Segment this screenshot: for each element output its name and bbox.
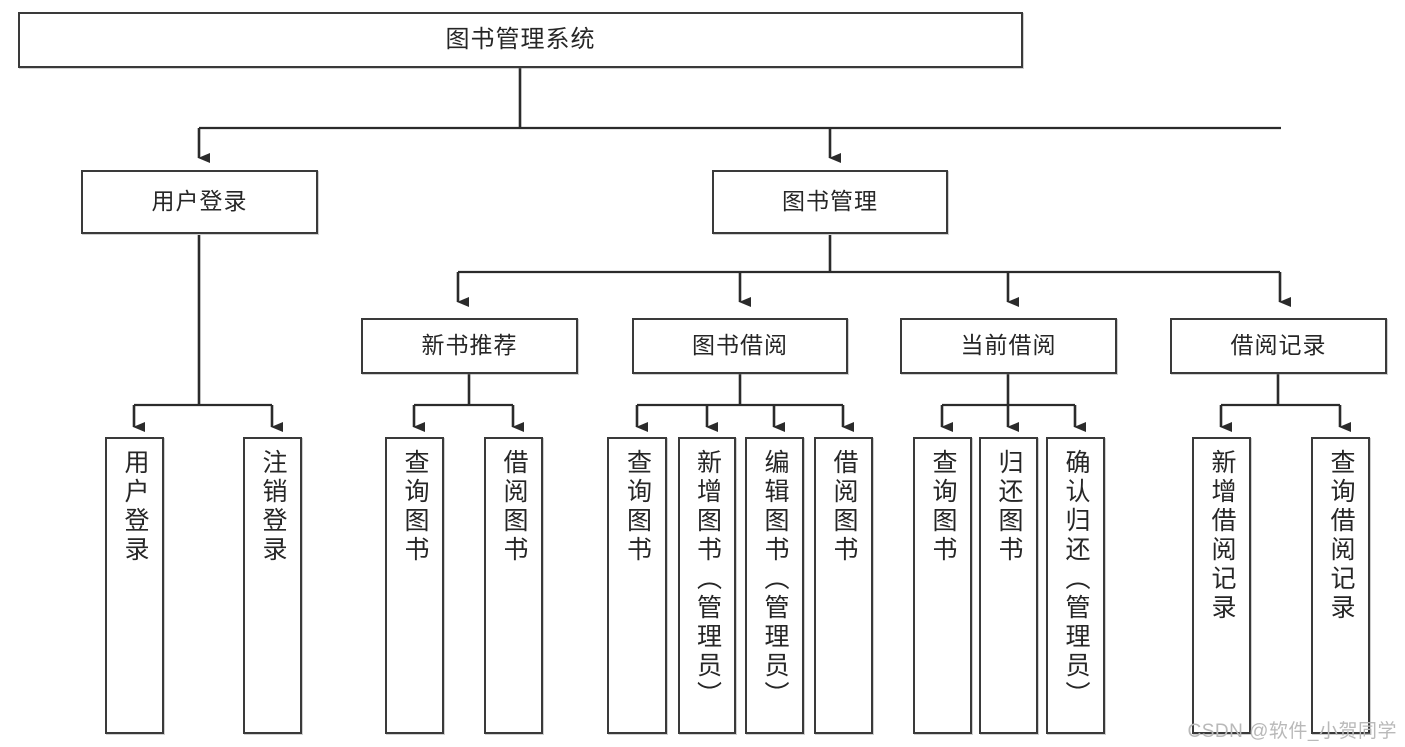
node-label: 借阅图书 (500, 449, 528, 565)
node-label: 查询图书 (401, 449, 429, 565)
node-label: 新增借阅记录 (1208, 449, 1236, 623)
node-label: 图书借阅 (692, 332, 788, 359)
node-user-login[interactable]: 用户登录 (81, 170, 318, 234)
node-label: 图书管理 (782, 188, 878, 215)
node-leaf-borrow-book-1[interactable]: 借阅图书 (484, 437, 543, 734)
node-leaf-add-record[interactable]: 新增借阅记录 (1192, 437, 1251, 734)
node-root-system[interactable]: 图书管理系统 (18, 12, 1023, 68)
node-label: 用户登录 (151, 188, 248, 215)
node-label: 编辑图书（管理员） (761, 449, 789, 710)
node-borrow-record[interactable]: 借阅记录 (1170, 318, 1387, 374)
node-leaf-edit-book[interactable]: 编辑图书（管理员） (745, 437, 804, 734)
node-label: 借阅图书 (830, 449, 858, 565)
node-leaf-query-book-3[interactable]: 查询图书 (913, 437, 972, 734)
node-leaf-query-book-2[interactable]: 查询图书 (607, 437, 667, 734)
node-book-borrow[interactable]: 图书借阅 (632, 318, 848, 374)
node-leaf-logout-login[interactable]: 注销登录 (243, 437, 302, 734)
node-leaf-return-book[interactable]: 归还图书 (979, 437, 1038, 734)
node-leaf-query-record[interactable]: 查询借阅记录 (1311, 437, 1370, 734)
node-new-book-recommend[interactable]: 新书推荐 (361, 318, 578, 374)
node-label: 查询图书 (623, 449, 652, 565)
node-book-management[interactable]: 图书管理 (712, 170, 948, 234)
node-label: 新书推荐 (421, 332, 518, 359)
node-label: 查询借阅记录 (1327, 449, 1355, 623)
node-leaf-query-book-1[interactable]: 查询图书 (385, 437, 444, 734)
node-leaf-user-login[interactable]: 用户登录 (105, 437, 164, 734)
node-label: 归还图书 (995, 449, 1023, 565)
node-label: 借阅记录 (1230, 332, 1327, 359)
node-label: 确认归还（管理员） (1062, 449, 1090, 710)
node-label: 查询图书 (929, 449, 957, 565)
watermark-text: CSDN @软件_小贺同学 (1187, 721, 1397, 742)
node-leaf-borrow-book-2[interactable]: 借阅图书 (814, 437, 873, 734)
node-label: 图书管理系统 (445, 25, 596, 53)
node-current-borrow[interactable]: 当前借阅 (900, 318, 1117, 374)
node-label: 新增图书（管理员） (693, 449, 722, 710)
node-leaf-add-book[interactable]: 新增图书（管理员） (678, 437, 736, 734)
node-label: 注销登录 (259, 449, 287, 565)
node-label: 用户登录 (121, 449, 149, 565)
node-label: 当前借阅 (960, 332, 1057, 359)
node-leaf-confirm-return[interactable]: 确认归还（管理员） (1046, 437, 1105, 734)
